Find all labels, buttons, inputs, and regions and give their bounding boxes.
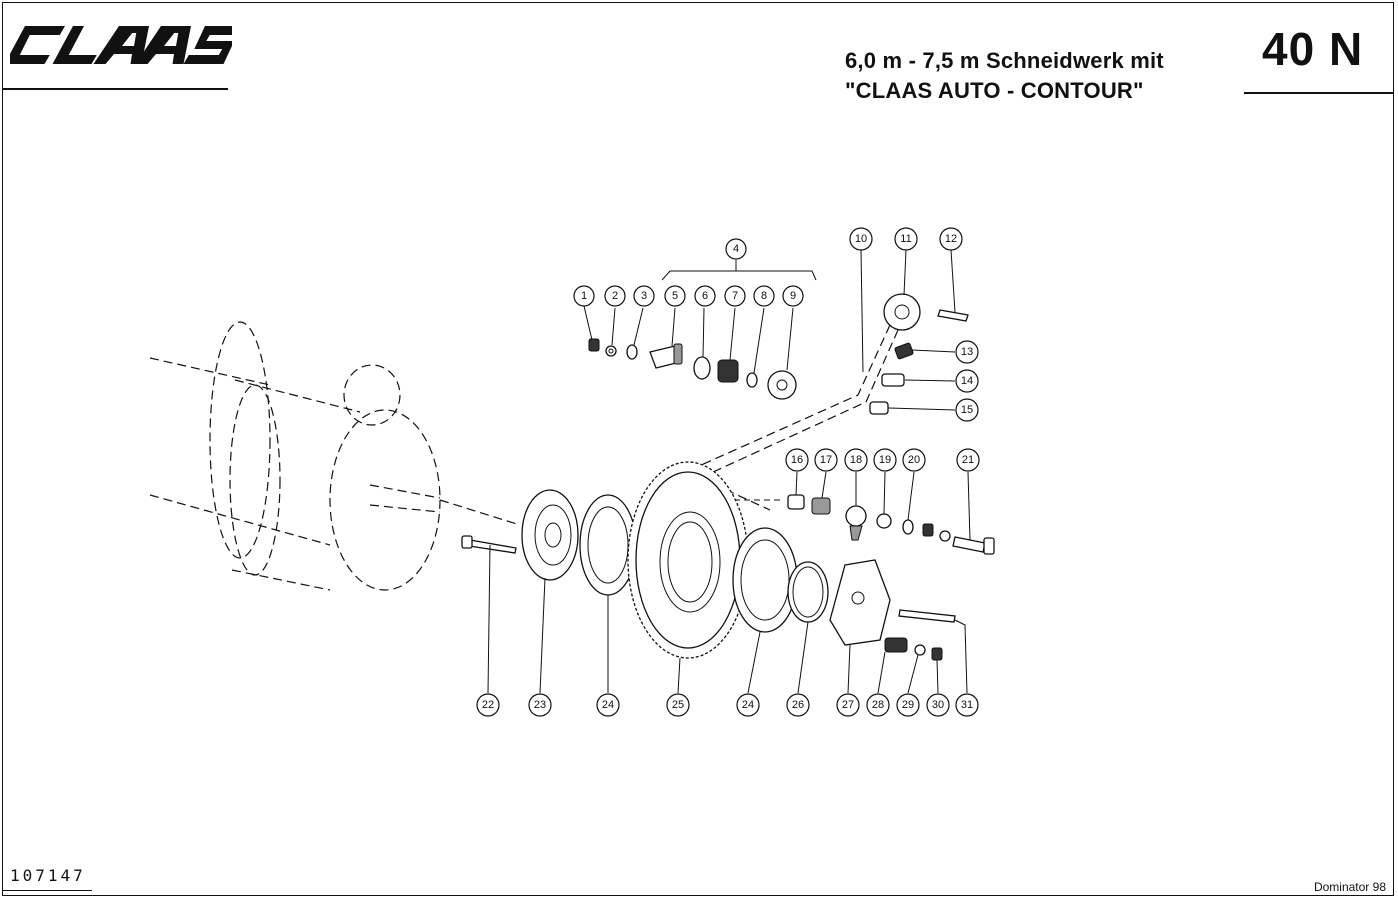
callout-label: 19 xyxy=(879,454,891,466)
callout-label: 29 xyxy=(902,699,914,711)
callout-label: 27 xyxy=(842,699,854,711)
callout-7: 7 xyxy=(724,285,746,307)
bolt-31-assembly xyxy=(884,609,956,661)
document-number: 107147 xyxy=(10,866,86,885)
friction-disc-24-right xyxy=(732,527,798,633)
callout-24-left: 24 xyxy=(596,693,620,717)
callout-label: 17 xyxy=(820,454,832,466)
callout-21: 21 xyxy=(956,448,980,472)
callout-12: 12 xyxy=(939,227,963,251)
right-small-parts xyxy=(869,293,969,415)
callout-label: 23 xyxy=(534,699,546,711)
callout-label: 14 xyxy=(961,375,973,387)
callout-label: 28 xyxy=(872,699,884,711)
callout-label: 1 xyxy=(581,290,587,302)
callout-16: 16 xyxy=(785,448,809,472)
callout-label: 31 xyxy=(961,699,973,711)
callout-label: 7 xyxy=(732,290,738,302)
callout-13: 13 xyxy=(955,340,979,364)
callout-30: 30 xyxy=(926,693,950,717)
leader-lines xyxy=(487,249,971,694)
page-code: 40 N xyxy=(1262,23,1364,75)
callout-24-right: 24 xyxy=(736,693,760,717)
callout-3: 3 xyxy=(633,285,655,307)
callout-22: 22 xyxy=(476,693,500,717)
callout-label: 24 xyxy=(602,699,614,711)
friction-disc-24-left xyxy=(579,494,637,596)
callout-20: 20 xyxy=(902,448,926,472)
callout-label: 2 xyxy=(612,290,618,302)
callout-label: 22 xyxy=(482,699,494,711)
callout-14: 14 xyxy=(955,369,979,393)
callout-label: 21 xyxy=(962,454,974,466)
callout-label: 30 xyxy=(932,699,944,711)
callout-label: 18 xyxy=(850,454,862,466)
title-line-2: "CLAAS AUTO - CONTOUR" xyxy=(845,78,1144,103)
callout-28: 28 xyxy=(866,693,890,717)
callout-label: 10 xyxy=(855,233,867,245)
callout-label: 13 xyxy=(961,346,973,358)
callout-25: 25 xyxy=(666,693,690,717)
callout-label: 11 xyxy=(900,233,911,245)
callout-label: 25 xyxy=(672,699,684,711)
callout-label: 26 xyxy=(792,699,804,711)
callout-label: 9 xyxy=(790,290,796,302)
callout-label: 15 xyxy=(961,404,973,416)
callout-26: 26 xyxy=(786,693,810,717)
callout-label: 4 xyxy=(733,243,739,255)
callout-10: 10 xyxy=(849,227,873,251)
callout-8: 8 xyxy=(753,285,775,307)
sprocket-25 xyxy=(627,461,749,659)
drawing-title: 6,0 m - 7,5 m Schneidwerk mit "CLAAS AUT… xyxy=(845,46,1164,106)
hub-23 xyxy=(521,489,579,581)
callout-9: 9 xyxy=(782,285,804,307)
callout-4: 4 xyxy=(725,238,747,260)
callout-2: 2 xyxy=(604,285,626,307)
callout-23: 23 xyxy=(528,693,552,717)
callout-label: 5 xyxy=(672,290,678,302)
callout-label: 20 xyxy=(908,454,920,466)
drive-chain-phantom xyxy=(689,324,899,511)
callout-label: 8 xyxy=(761,290,767,302)
callout-17: 17 xyxy=(814,448,838,472)
callout-1: 1 xyxy=(573,285,595,307)
bolt-22 xyxy=(468,539,517,554)
callout-6: 6 xyxy=(694,285,716,307)
callout-18: 18 xyxy=(844,448,868,472)
callout-31: 31 xyxy=(955,693,979,717)
callout-5: 5 xyxy=(664,285,686,307)
callout-label: 24 xyxy=(742,699,754,711)
top-small-parts xyxy=(588,338,797,400)
callout-11: 11 xyxy=(894,227,918,251)
callout-27: 27 xyxy=(836,693,860,717)
callout-label: 6 xyxy=(702,290,708,302)
document-number-underline xyxy=(2,890,92,891)
plate-27 xyxy=(829,559,891,646)
ring-26 xyxy=(787,561,829,623)
callout-15: 15 xyxy=(955,398,979,422)
callout-label: 16 xyxy=(791,454,803,466)
callout-label: 3 xyxy=(641,290,647,302)
housing-phantom xyxy=(149,321,521,591)
logo-underline xyxy=(2,88,228,90)
title-line-1: 6,0 m - 7,5 m Schneidwerk mit xyxy=(845,48,1164,73)
page-code-underline xyxy=(1244,92,1394,94)
callout-19: 19 xyxy=(873,448,897,472)
claas-logo xyxy=(10,26,232,64)
callout-label: 12 xyxy=(945,233,957,245)
model-label: Dominator 98 xyxy=(1313,880,1386,894)
callout-29: 29 xyxy=(896,693,920,717)
